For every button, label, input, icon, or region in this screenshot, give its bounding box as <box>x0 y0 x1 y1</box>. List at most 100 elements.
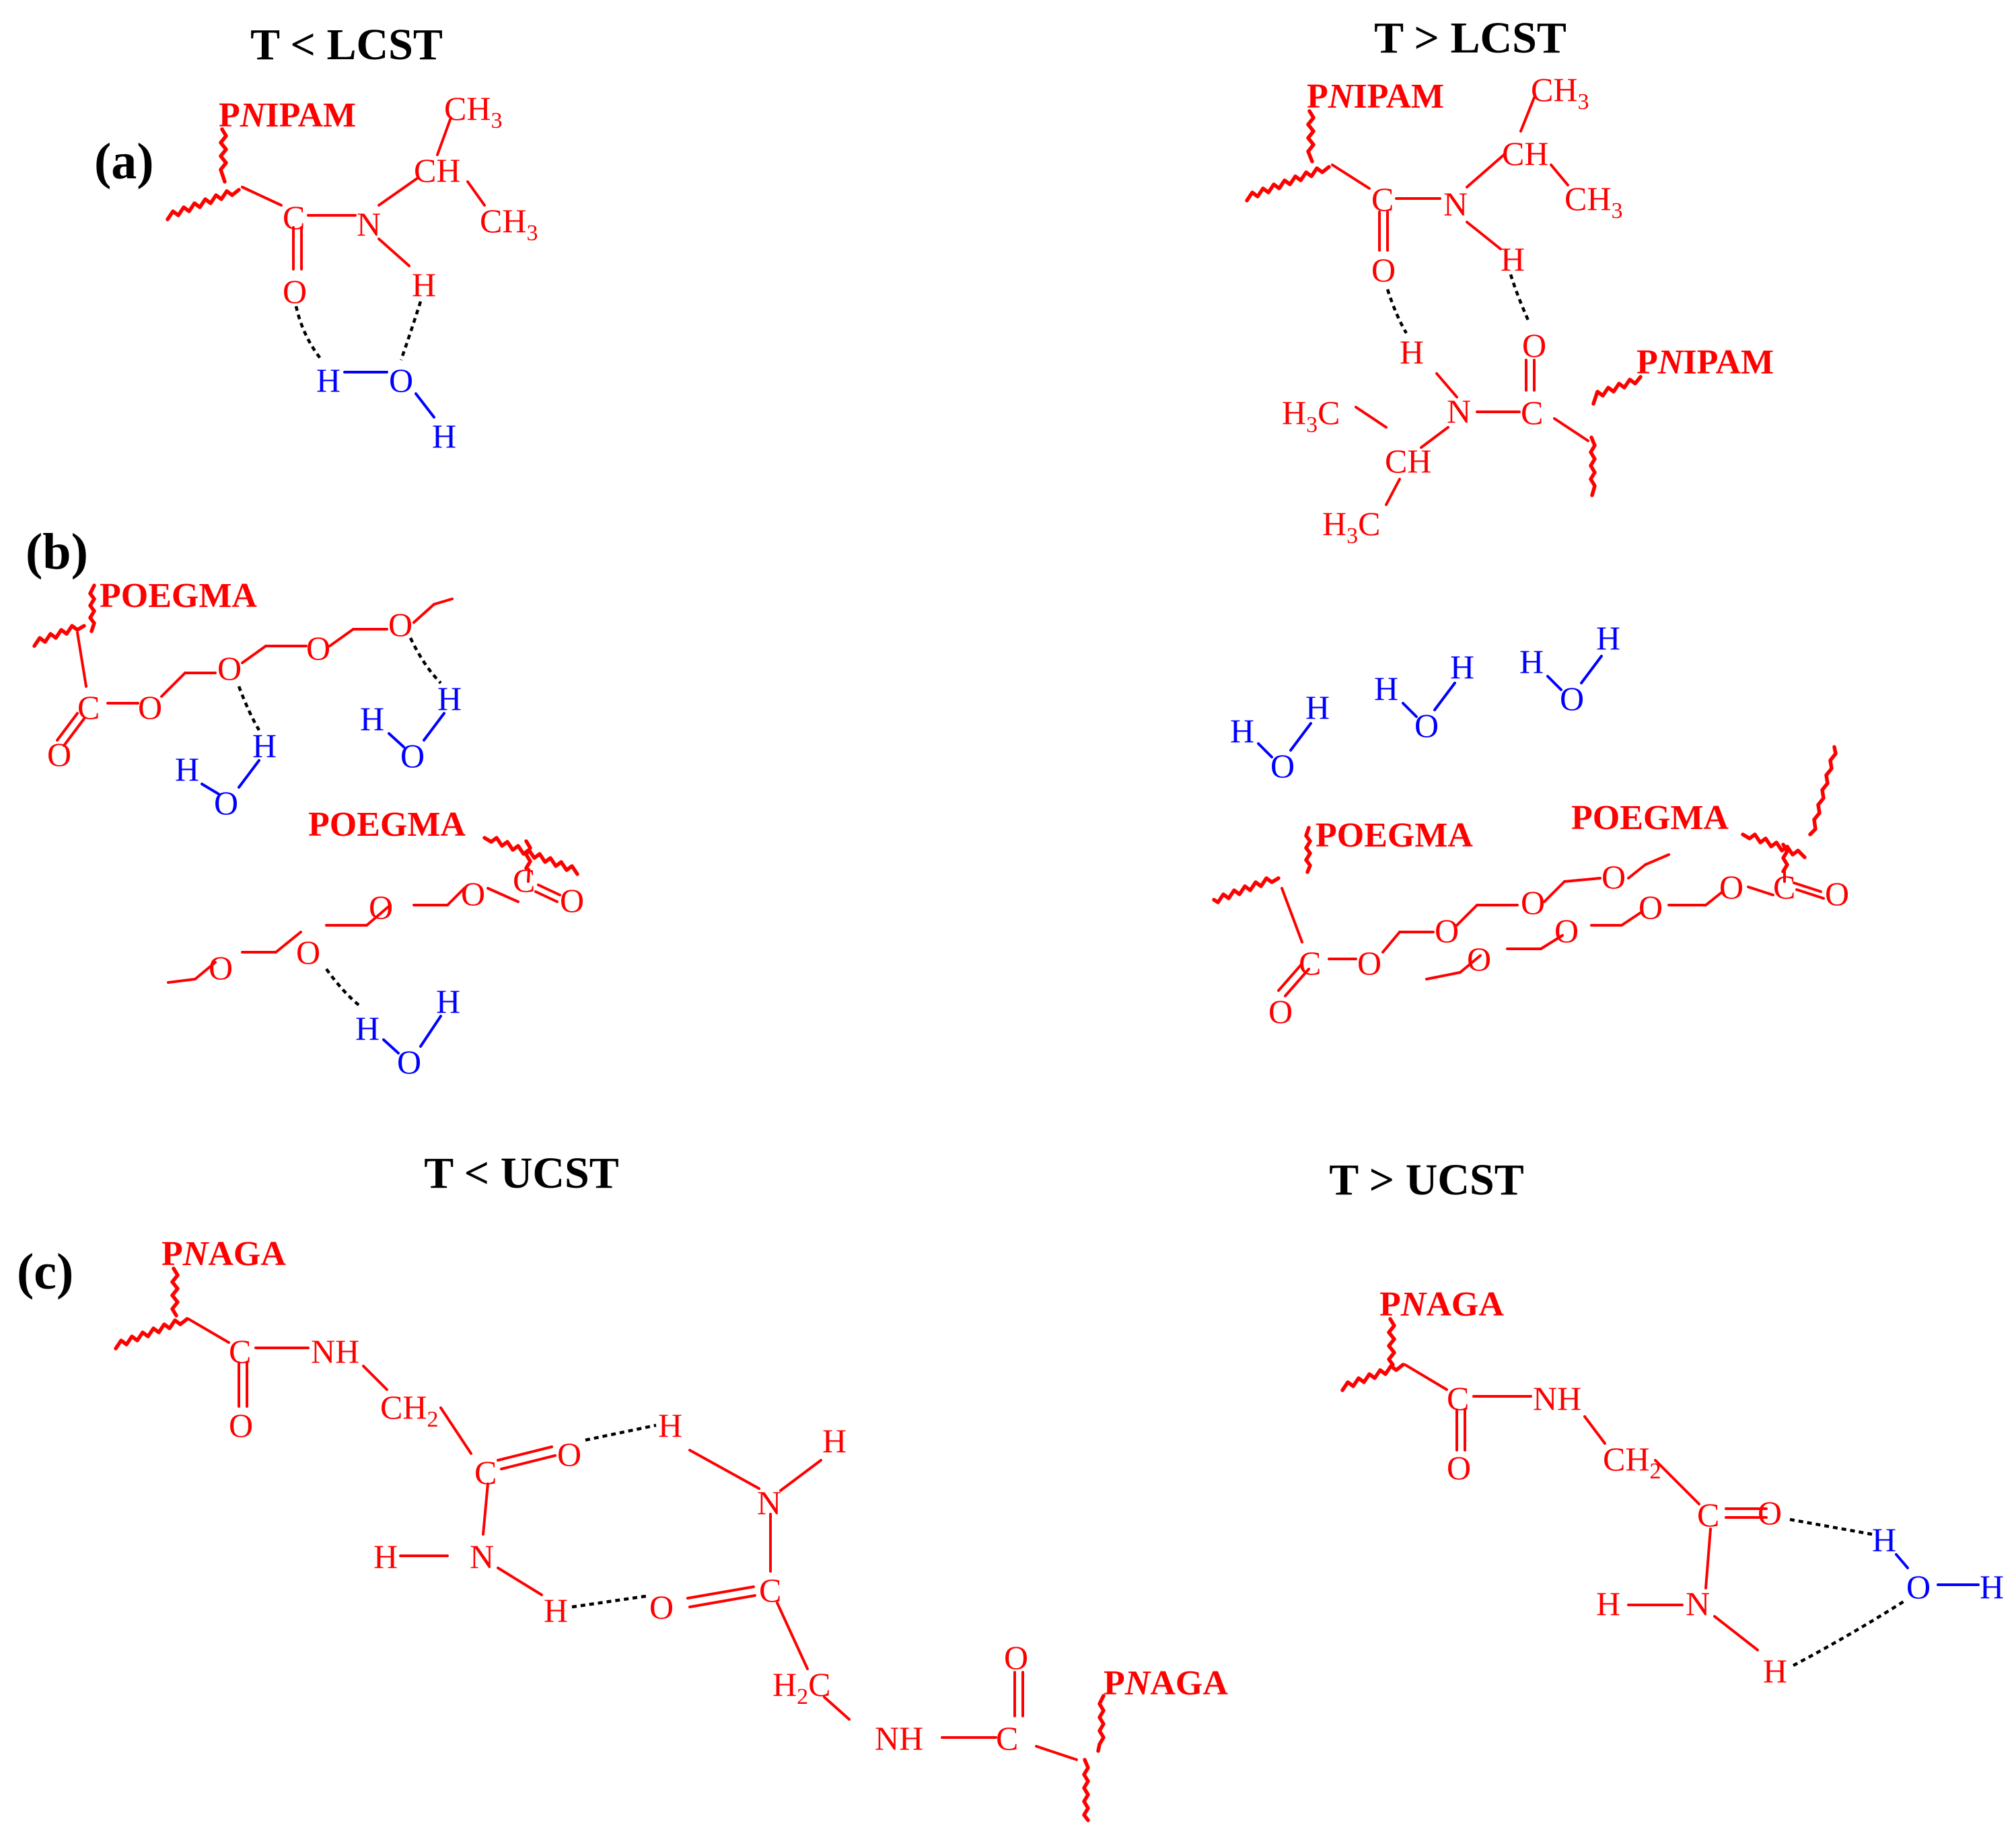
atom-h: H <box>1763 1652 1787 1690</box>
atom-o: O <box>560 882 584 919</box>
atom-o: O <box>557 1435 581 1473</box>
atom-o: O <box>1270 747 1295 785</box>
atom-o: O <box>389 361 413 399</box>
atom-o: O <box>214 784 238 822</box>
water-molecule: H O H <box>1374 648 1474 744</box>
atom-o: O <box>1758 1494 1782 1532</box>
atom-o: O <box>306 629 330 667</box>
atom-c: C <box>283 199 305 236</box>
water-molecule: H O H <box>1519 619 1620 717</box>
pnipam-hydrated: PNIPAM C N O H CH CH3 CH3 <box>166 89 538 455</box>
polymer-label-pnipam: PNIPAM <box>1636 343 1774 382</box>
poegma-bottom-bonds <box>167 868 561 984</box>
atom-h3c: H3C <box>1322 505 1380 548</box>
atom-o: O <box>1554 912 1579 950</box>
atom-h: H <box>252 727 277 764</box>
hydrogen-bond <box>1789 1517 1907 1667</box>
panel-label-c: (c) <box>17 1244 73 1300</box>
atom-o: O <box>1601 858 1626 896</box>
polymer-label-pnaga: PNAGA <box>1104 1664 1228 1703</box>
atom-h: H <box>316 361 340 399</box>
pnipam-collapsed: PNIPAM C N O H CH CH3 CH3 PNIPAM <box>1245 71 1774 548</box>
atom-h: H <box>658 1406 682 1444</box>
atom-h: H <box>437 680 462 717</box>
atom-ch: CH <box>414 151 460 189</box>
atom-o: O <box>296 933 320 971</box>
polymer-label-poegma: POEGMA <box>100 577 257 615</box>
atom-o: O <box>1560 680 1584 717</box>
atom-h3c: H3C <box>1282 394 1340 437</box>
atom-h: H <box>1519 643 1544 680</box>
atom-h: H <box>1980 1568 2004 1606</box>
atom-o: O <box>400 737 425 775</box>
atom-h: H <box>432 417 456 455</box>
pnipam-a-atoms: C N O H CH CH3 CH3 <box>283 89 538 310</box>
atom-o: O <box>1639 888 1663 926</box>
atom-ch2: CH2 <box>380 1388 438 1432</box>
atom-h: H <box>1501 240 1525 278</box>
water-molecule: H O H <box>360 680 462 775</box>
atom-h: H <box>1450 648 1474 686</box>
atom-n: N <box>1686 1585 1710 1622</box>
atom-o: O <box>229 1406 253 1444</box>
pnaga-right-atoms: C O NH CH2 C O N H H <box>1447 1380 1787 1690</box>
polymer-backbone <box>1741 745 1838 873</box>
atom-c: C <box>474 1454 497 1491</box>
atom-ch2: CH2 <box>1603 1440 1661 1484</box>
polymer-label-pnaga: PNAGA <box>161 1235 286 1273</box>
free-water: H O H H O H H O H <box>1230 619 1620 785</box>
atom-o: O <box>1357 944 1381 982</box>
atom-o: O <box>1906 1568 1931 1606</box>
atom-h: H <box>436 982 460 1020</box>
atom-h: H <box>1596 619 1620 657</box>
polymer-backbone <box>1245 109 1331 203</box>
polymer-label-poegma: POEGMA <box>1571 799 1729 837</box>
poegma-collapsed: POEGMA C O O O O O POEGMA <box>1212 745 1849 1030</box>
atom-o: O <box>209 949 233 987</box>
pnipam-bottom-bonds <box>1355 359 1589 506</box>
atom-o: O <box>397 1043 421 1081</box>
hydrogen-bond <box>237 637 442 731</box>
atom-nh: NH <box>1533 1380 1581 1417</box>
atom-c: C <box>229 1332 251 1370</box>
atom-c: C <box>1299 944 1321 982</box>
atom-h: H <box>355 1009 380 1047</box>
atom-o: O <box>1371 251 1396 289</box>
atom-ch: CH <box>1385 442 1431 480</box>
water-molecule: H O H <box>175 727 277 822</box>
atom-ch: CH <box>1502 135 1548 172</box>
atom-c: C <box>513 861 535 899</box>
atom-ch3: CH3 <box>1564 180 1622 223</box>
polymer-backbone <box>482 836 579 876</box>
polymer-backbone <box>1212 826 1312 904</box>
pnipam-top-atoms: C N O H CH CH3 CH3 <box>1371 71 1622 289</box>
poegma-hydrated: POEGMA C O O O O O <box>32 577 584 1081</box>
atom-h: H <box>360 700 384 738</box>
polymer-backbone <box>1589 375 1643 497</box>
pnaga-hydrated: PNAGA C O NH CH2 C O N H H <box>1340 1285 2004 1690</box>
polymer-backbone <box>114 1266 189 1351</box>
hydrogen-bond <box>571 1423 657 1609</box>
atom-c: C <box>1773 868 1795 906</box>
atom-o: O <box>1447 1449 1471 1486</box>
atom-h: H <box>822 1422 847 1460</box>
atom-o: O <box>47 736 71 773</box>
pnaga-right-bonds <box>1404 1363 1768 1651</box>
atom-c: C <box>996 1719 1018 1757</box>
header-t-above-ucst: T > UCST <box>1329 1155 1524 1205</box>
atom-o: O <box>138 688 162 726</box>
atom-n: N <box>1447 392 1471 430</box>
atom-o: O <box>1268 993 1293 1030</box>
atom-nh: NH <box>311 1332 359 1370</box>
polymer-backbone <box>1340 1317 1405 1392</box>
atom-o: O <box>1414 707 1439 744</box>
atom-h: H <box>1872 1521 1896 1559</box>
pnipam-bottom-atoms: O C N H CH H3C H3C <box>1282 326 1546 548</box>
water-molecule: H O H <box>1872 1521 2004 1606</box>
pnaga-associated: PNAGA C O <box>114 1235 1228 1822</box>
polymer-backbone <box>32 583 96 648</box>
polymer-label-pnaga: PNAGA <box>1379 1285 1504 1324</box>
header-t-below-ucst: T < UCST <box>424 1149 619 1198</box>
atom-c: C <box>1371 180 1394 218</box>
atom-o: O <box>283 273 307 310</box>
